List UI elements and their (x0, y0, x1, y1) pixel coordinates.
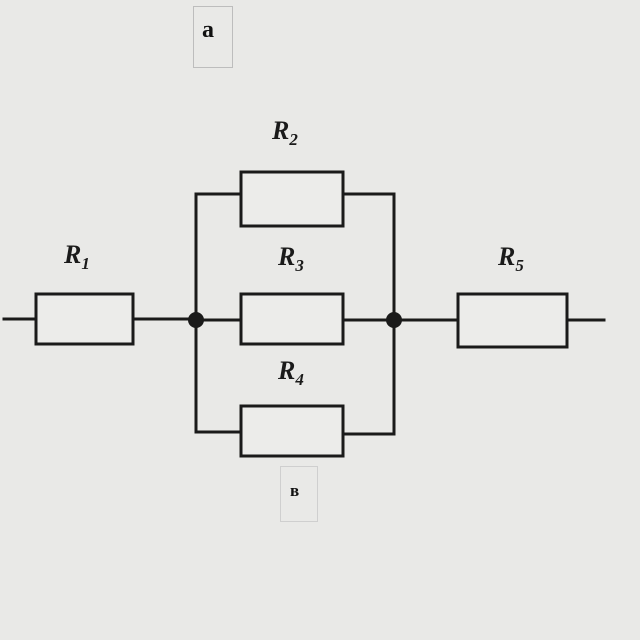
label-r3-subscript: 3 (295, 256, 304, 276)
panel-label-box: a (193, 6, 233, 68)
label-r2: R2 (272, 116, 298, 150)
resistor-r2 (239, 170, 345, 228)
label-r3: R3 (278, 242, 304, 276)
label-r3-name: R (278, 242, 296, 271)
label-r4: R4 (278, 356, 304, 390)
resistor-r1 (34, 292, 135, 346)
resistor-r3 (239, 292, 345, 346)
resistor-r4 (239, 404, 345, 458)
label-r2-subscript: 2 (289, 130, 298, 150)
label-r1-name: R (64, 240, 82, 269)
bottom-label-box: в (280, 466, 318, 522)
label-r5-name: R (498, 242, 516, 271)
label-r4-subscript: 4 (295, 370, 304, 390)
label-r2-name: R (272, 116, 290, 145)
label-r4-name: R (278, 356, 296, 385)
junction-node-right (386, 312, 402, 328)
junction-node-left (188, 312, 204, 328)
bottom-label: в (290, 481, 300, 500)
label-r5-subscript: 5 (515, 256, 524, 276)
resistor-r5 (456, 292, 569, 349)
panel-label: a (202, 17, 214, 43)
label-r5: R5 (498, 242, 524, 276)
label-r1-subscript: 1 (81, 254, 90, 274)
label-r1: R1 (64, 240, 90, 274)
